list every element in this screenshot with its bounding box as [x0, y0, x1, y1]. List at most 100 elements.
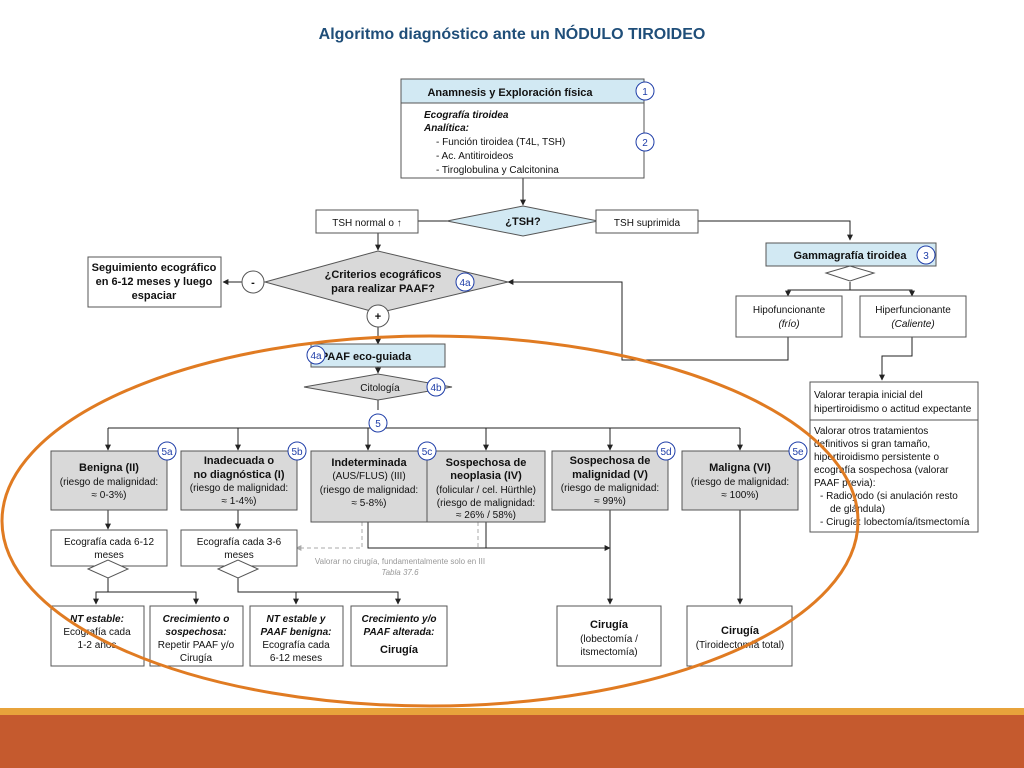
cirugia-total-label: Cirugía — [721, 625, 760, 637]
inadecuada-label: Inadecuada o — [204, 455, 275, 467]
inadecuada-label: ≈ 1-4%) — [222, 496, 257, 507]
analitica-label: Analítica: — [423, 123, 469, 134]
crecimiento-alterada-box — [350, 605, 448, 667]
eco-6-12-diamond — [86, 559, 130, 579]
step-number: 5d — [660, 447, 671, 458]
indeterminada-label: Indeterminada — [331, 457, 407, 469]
step-number: 5 — [375, 419, 381, 430]
valorar-otros-label: - Cirugía: lobectomía/itsmectomía — [820, 517, 970, 528]
frio-label: (frío) — [778, 319, 799, 330]
valorar-otros-label: PAAF previa): — [814, 478, 876, 489]
step-badge — [635, 81, 655, 101]
hiperfuncionante-box — [859, 295, 967, 338]
crecimiento-label: Repetir PAAF y/o — [158, 640, 235, 651]
negative-branch-circle — [241, 270, 265, 294]
step-number: 4b — [430, 383, 442, 394]
cirugia-label: (lobectomía / — [580, 634, 638, 645]
step-badge — [916, 245, 936, 265]
tsh-normal-box — [315, 209, 419, 234]
eco-3-6-diamond — [216, 559, 260, 579]
sospechosa-neoplasia-label: Sospechosa de — [446, 457, 527, 469]
cirugia-lobectomia-box — [556, 605, 662, 667]
valorar-terapia-box — [809, 381, 979, 421]
crecimiento-alterada-label: Cirugía — [380, 644, 419, 656]
valorar-otros-box — [809, 419, 979, 533]
hipofuncionante-label: Hipofuncionante — [753, 305, 826, 316]
cirugia-total-label: (Tiroidectomía total) — [696, 640, 785, 651]
analitica-box — [400, 102, 645, 179]
valorar-no-cirugia-note: Valorar no cirugía, fundamentalmente sol… — [315, 557, 485, 566]
criterios-decision-diamond — [263, 250, 509, 314]
step-badge — [788, 441, 808, 461]
hiperfuncionante-label: Hiperfuncionante — [875, 305, 951, 316]
inadecuada-label: no diagnóstica (I) — [193, 469, 284, 481]
page-title: Algoritmo diagnóstico ante un NÓDULO TIR… — [318, 26, 706, 43]
nt-benigna-label: NT estable y — [267, 614, 326, 625]
sospechosa-neoplasia-box — [426, 450, 546, 523]
cirugia-label: Cirugía — [590, 619, 629, 631]
sospechosa-neoplasia-label: neoplasia (IV) — [450, 470, 522, 482]
nt-estable-label: NT estable: — [70, 614, 124, 625]
indeterminada-label: (riesgo de malignidad: — [320, 485, 418, 496]
criterios-label: para realizar PAAF? — [331, 283, 435, 295]
analitica-item: - Ac. Antitiroideos — [436, 151, 513, 162]
tabla-reference: Tabla 37.6 — [381, 568, 419, 577]
nt-benigna-label: PAAF benigna: — [261, 627, 332, 638]
positive-branch-circle — [366, 304, 390, 328]
maligna-label: (riesgo de malignidad: — [691, 477, 789, 488]
indeterminada-label: (AUS/FLUS) (III) — [332, 471, 405, 482]
sospechosa-neoplasia-label: ≈ 26% / 58%) — [456, 510, 516, 521]
step-number: 5a — [161, 447, 173, 458]
valorar-otros-label: ecografía sospechosa (valorar — [814, 465, 949, 476]
tsh-normal-label: TSH normal o ↑ — [332, 218, 401, 229]
nt-estable-label: Ecografía cada — [63, 627, 131, 638]
sospechosa-malignidad-label: ≈ 99%) — [594, 496, 626, 507]
crecimiento-label: Crecimiento o — [163, 614, 230, 625]
seguimiento-label: espaciar — [132, 290, 177, 302]
footer-band — [0, 708, 1024, 768]
step-number: 5c — [422, 447, 433, 458]
seguimiento-label: Seguimiento ecográfico — [92, 262, 217, 274]
nt-benigna-label: 6-12 meses — [270, 653, 322, 664]
step-number: 2 — [642, 138, 648, 149]
crecimiento-label: Cirugía — [180, 653, 213, 664]
benigna-label: (riesgo de malignidad: — [60, 477, 158, 488]
highlight-ellipse — [0, 334, 860, 708]
step-badge — [368, 413, 388, 433]
connectors — [93, 178, 915, 605]
step-number: 5e — [792, 447, 804, 458]
sospechosa-malignidad-label: Sospechosa de — [570, 455, 651, 467]
footer-stripe — [0, 708, 1024, 715]
step-badge — [656, 441, 676, 461]
valorar-otros-label: - Radioyodo (si anulación resto — [820, 491, 958, 502]
gammagrafia-label: Gammagrafía tiroidea — [793, 250, 907, 262]
maligna-label: Maligna (VI) — [709, 462, 771, 474]
tsh-decision-label: ¿TSH? — [505, 216, 541, 228]
step-badge — [157, 441, 177, 461]
sospechosa-neoplasia-label: (riesgo de malignidad: — [437, 498, 535, 509]
citologia-label: Citología — [360, 383, 400, 394]
valorar-terapia-label: Valorar terapia inicial del — [814, 390, 923, 401]
eco-6-12-label: Ecografía cada 6-12 — [64, 537, 154, 548]
negative-branch-label: - — [251, 277, 255, 289]
seguimiento-label: en 6-12 meses y luego — [96, 276, 213, 288]
hipofuncionante-box — [735, 295, 843, 338]
sospechosa-malignidad-label: malignidad (V) — [572, 469, 648, 481]
eco-3-6-label: meses — [224, 550, 253, 561]
nt-estable-label: 1-2 años — [78, 640, 117, 651]
maligna-label: ≈ 100%) — [721, 490, 758, 501]
cirugia-total-box — [686, 605, 793, 667]
inadecuada-label: (riesgo de malignidad: — [190, 483, 288, 494]
step-badges: 1 2 3 4a 4a 4b 5 5a 5b 5c 5d 5e — [157, 81, 936, 461]
criterios-label: ¿Criterios ecográficos — [325, 269, 442, 281]
crecimiento-box — [149, 605, 244, 667]
citologia-diamond — [303, 373, 453, 401]
valorar-otros-label: hipertiroidismo persistente o — [814, 452, 939, 463]
benigna-box — [50, 450, 168, 511]
eco-tiroidea-label: Ecografía tiroidea — [424, 110, 509, 121]
seguimiento-box — [87, 256, 222, 308]
valorar-otros-label: Valorar otros tratamientos — [814, 426, 928, 437]
step-badge — [455, 272, 475, 292]
valorar-terapia-label: hipertiroidismo o actitud expectante — [814, 404, 972, 415]
tsh-suprimida-box — [595, 209, 699, 234]
